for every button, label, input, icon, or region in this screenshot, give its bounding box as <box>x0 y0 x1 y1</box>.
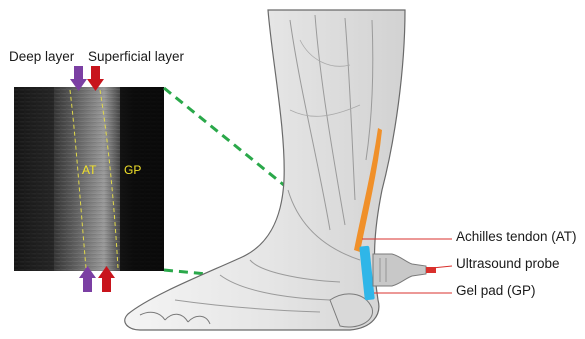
superficial-layer-label: Superficial layer <box>88 49 184 64</box>
gel-pad-label: Gel pad (GP) <box>456 283 536 298</box>
ultrasound-probe-label: Ultrasound probe <box>456 256 560 271</box>
achilles-tendon-label: Achilles tendon (AT) <box>456 229 577 244</box>
ultrasound-at-label: AT <box>82 163 96 177</box>
ultrasound-image <box>14 87 164 271</box>
ultrasound-probe <box>373 254 436 286</box>
ultrasound-gp-label: GP <box>124 163 141 177</box>
deep-layer-label: Deep layer <box>9 49 74 64</box>
